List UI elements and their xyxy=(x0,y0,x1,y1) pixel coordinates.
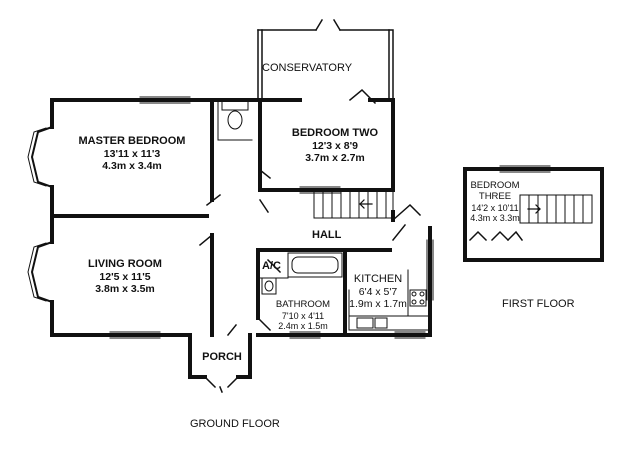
kitchen-name: KITCHEN xyxy=(353,273,403,285)
living-room-size-ft: 12'5 x 11'5 xyxy=(99,270,151,283)
bedroom-three-name-line1: BEDROOM xyxy=(470,180,520,191)
fixtures xyxy=(217,99,429,331)
bathroom-name: BATHROOM xyxy=(275,299,331,310)
room-label-bedroom-three: BEDROOM THREE 14'2 x 10'11 4.3m x 3.3m xyxy=(466,180,524,224)
room-label-kitchen: KITCHEN 6'4 x 5'7 1.9m x 1.7m xyxy=(348,273,408,310)
bedroom-two-size-m: 3.7m x 2.7m xyxy=(305,151,365,164)
bedroom-two-size-ft: 12'3 x 8'9 xyxy=(312,139,358,152)
hall-name: HALL xyxy=(312,229,342,241)
bedroom-three-size-ft: 14'2 x 10'11 xyxy=(471,202,519,213)
room-label-master-bedroom: MASTER BEDROOM 13'11 x 11'3 4.3m x 3.4m xyxy=(72,135,192,172)
bathroom-size-m: 2.4m x 1.5m xyxy=(278,321,328,332)
first-floor-title: FIRST FLOOR xyxy=(502,298,575,310)
porch-name: PORCH xyxy=(202,351,242,363)
kitchen-size-m: 1.9m x 1.7m xyxy=(349,297,407,310)
master-bedroom-size-m: 4.3m x 3.4m xyxy=(102,159,162,172)
ground-floor-title: GROUND FLOOR xyxy=(190,418,280,430)
living-room-name: LIVING ROOM xyxy=(88,258,162,270)
room-label-ac: A/C xyxy=(262,260,281,273)
living-room-size-m: 3.8m x 3.5m xyxy=(95,282,155,295)
ac-name: A/C xyxy=(262,260,281,272)
room-label-bedroom-two: BEDROOM TWO 12'3 x 8'9 3.7m x 2.7m xyxy=(290,127,380,164)
bathroom-size-ft: 7'10 x 4'11 xyxy=(281,310,325,321)
conservatory-name: CONSERVATORY xyxy=(262,62,353,74)
stairs-ground xyxy=(313,189,394,219)
bay-windows xyxy=(27,125,54,304)
bedroom-three-name-line2: THREE xyxy=(478,190,512,202)
room-label-conservatory: CONSERVATORY xyxy=(262,62,352,75)
bedroom-two-name: BEDROOM TWO xyxy=(291,127,379,139)
stairs-first xyxy=(519,194,593,224)
door-swings xyxy=(198,88,422,393)
master-bedroom-name: MASTER BEDROOM xyxy=(78,135,186,147)
room-label-living-room: LIVING ROOM 12'5 x 11'5 3.8m x 3.5m xyxy=(70,258,180,295)
master-bedroom-size-ft: 13'11 x 11'3 xyxy=(103,147,161,160)
room-label-hall: HALL xyxy=(312,229,341,242)
room-label-bathroom: BATHROOM 7'10 x 4'11 2.4m x 1.5m xyxy=(268,299,338,332)
bedroom-three-size-m: 4.3m x 3.3m xyxy=(470,213,520,224)
conservatory-walls xyxy=(257,18,394,101)
room-label-porch: PORCH xyxy=(200,351,244,364)
first-floor-doors xyxy=(468,230,524,242)
kitchen-size-ft: 6'4 x 5'7 xyxy=(358,285,398,298)
first-floor-walls xyxy=(463,167,604,262)
windows xyxy=(109,96,551,339)
